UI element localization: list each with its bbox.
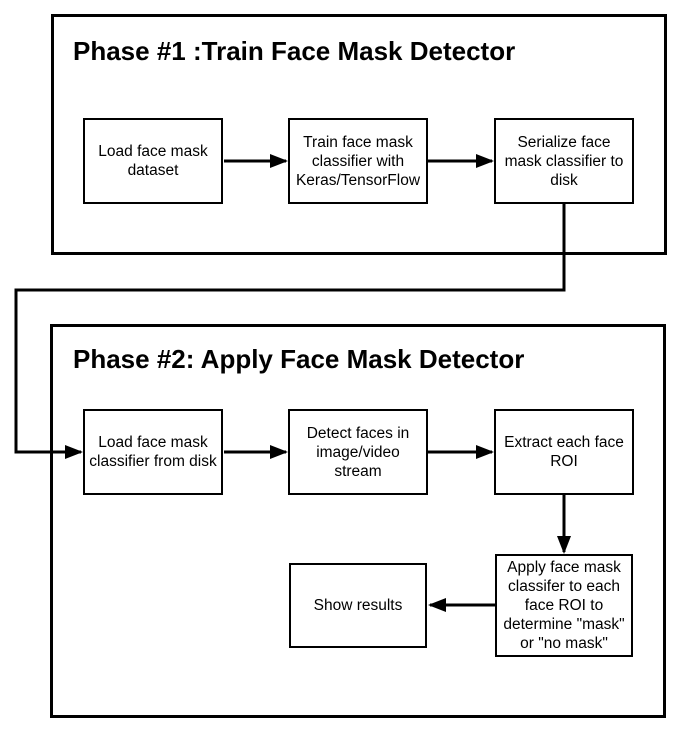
phase1-container bbox=[51, 14, 667, 255]
node-extract-roi: Extract each face ROI bbox=[494, 409, 634, 495]
node-load-dataset: Load face mask dataset bbox=[83, 118, 223, 204]
node-load-classifier: Load face mask classifier from disk bbox=[83, 409, 223, 495]
node-load-classifier-label: Load face mask classifier from disk bbox=[89, 434, 217, 470]
node-train-classifier: Train face mask classifier with Keras/Te… bbox=[288, 118, 428, 204]
node-detect-faces: Detect faces in image/video stream bbox=[288, 409, 428, 495]
node-apply-classifier-label: Apply face mask classifer to each face R… bbox=[503, 559, 625, 652]
phase1-title: Phase #1 :Train Face Mask Detector bbox=[73, 36, 516, 66]
node-apply-classifier: Apply face mask classifer to each face R… bbox=[495, 554, 633, 657]
node-serialize-classifier: Serialize face mask classifier to disk bbox=[494, 118, 634, 204]
node-extract-roi-label: Extract each face ROI bbox=[504, 434, 624, 470]
node-load-dataset-label: Load face mask dataset bbox=[98, 143, 208, 179]
phase2-container bbox=[50, 324, 666, 718]
phase2-title: Phase #2: Apply Face Mask Detector bbox=[73, 344, 525, 374]
node-train-classifier-label: Train face mask classifier with Keras/Te… bbox=[295, 133, 421, 189]
arrow-serialize-to-load-classifier bbox=[14, 204, 566, 459]
node-detect-faces-label: Detect faces in image/video stream bbox=[306, 424, 410, 480]
node-show-results: Show results bbox=[289, 563, 427, 648]
node-show-results-label: Show results bbox=[313, 597, 403, 614]
node-serialize-classifier-label: Serialize face mask classifier to disk bbox=[504, 133, 624, 189]
